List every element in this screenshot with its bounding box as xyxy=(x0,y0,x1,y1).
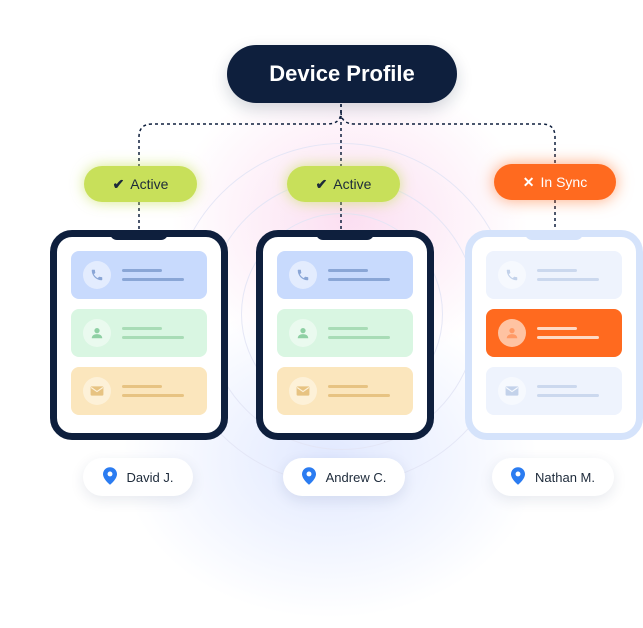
contact-row xyxy=(277,309,413,357)
placeholder-line xyxy=(122,278,184,281)
user-name: David J. xyxy=(126,469,174,485)
phone-icon xyxy=(289,261,317,289)
status-label: Active xyxy=(333,176,372,192)
user-icon xyxy=(498,319,526,347)
placeholder-line xyxy=(122,336,184,339)
device-phone-1 xyxy=(50,230,228,440)
placeholder-line xyxy=(328,336,390,339)
placeholder-line xyxy=(122,385,162,388)
user-location-pill-1: David J. xyxy=(83,458,193,496)
placeholder-line xyxy=(328,278,390,281)
mail-row xyxy=(486,367,622,415)
placeholder-line xyxy=(537,327,577,330)
device-profile-title: Device Profile xyxy=(227,45,457,103)
user-location-pill-2: Andrew C. xyxy=(283,458,405,496)
mail-icon xyxy=(289,377,317,405)
map-pin-icon xyxy=(301,466,316,488)
contact-row xyxy=(71,309,207,357)
phone-notch xyxy=(525,230,583,240)
phone-notch xyxy=(110,230,168,240)
placeholder-line xyxy=(122,394,184,397)
placeholder-line xyxy=(537,385,577,388)
device-phone-2 xyxy=(256,230,434,440)
phone-notch xyxy=(316,230,374,240)
user-icon xyxy=(289,319,317,347)
status-badge-device-1: ✔ Active xyxy=(84,166,197,202)
mail-icon xyxy=(498,377,526,405)
status-badge-device-3: ✕ In Sync xyxy=(494,164,616,200)
mail-row xyxy=(277,367,413,415)
status-badge-device-2: ✔ Active xyxy=(287,166,400,202)
mail-icon xyxy=(83,377,111,405)
user-icon xyxy=(83,319,111,347)
phone-icon xyxy=(498,261,526,289)
mail-row xyxy=(71,367,207,415)
placeholder-line xyxy=(328,269,368,272)
status-label: Active xyxy=(130,176,169,192)
placeholder-line xyxy=(328,327,368,330)
placeholder-line xyxy=(537,269,577,272)
map-pin-icon xyxy=(102,466,117,488)
check-icon: ✔ xyxy=(112,175,125,192)
phone-icon xyxy=(83,261,111,289)
status-label: In Sync xyxy=(540,174,588,190)
phone-row xyxy=(277,251,413,299)
placeholder-line xyxy=(122,327,162,330)
user-name: Andrew C. xyxy=(325,469,387,485)
placeholder-line xyxy=(537,336,599,339)
placeholder-line xyxy=(537,278,599,281)
phone-row xyxy=(71,251,207,299)
device-phone-3 xyxy=(465,230,643,440)
placeholder-line xyxy=(328,385,368,388)
x-icon: ✕ xyxy=(522,173,535,190)
map-pin-icon xyxy=(511,466,525,488)
placeholder-line xyxy=(537,394,599,397)
user-location-pill-3: Nathan M. xyxy=(492,458,614,496)
connector-line-left xyxy=(138,104,342,166)
user-name: Nathan M. xyxy=(535,469,595,485)
connector-line-right xyxy=(340,111,556,164)
placeholder-line xyxy=(122,269,162,272)
placeholder-line xyxy=(328,394,390,397)
contact-row-highlighted xyxy=(486,309,622,357)
phone-row xyxy=(486,251,622,299)
check-icon: ✔ xyxy=(315,175,328,192)
